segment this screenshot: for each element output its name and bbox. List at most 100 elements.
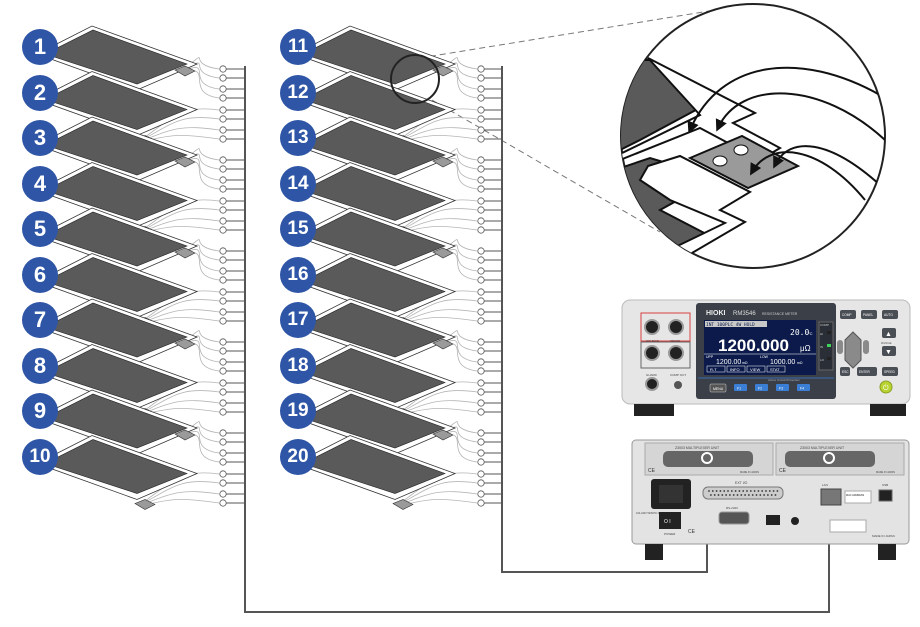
terminal-1-3[interactable] (219, 85, 227, 93)
terminal-16-2[interactable] (477, 297, 485, 305)
terminal-3-4[interactable] (219, 185, 227, 193)
terminal-4-1[interactable] (219, 197, 227, 205)
terminal-3-1[interactable] (219, 156, 227, 164)
screen-tab[interactable] (706, 365, 726, 373)
screen-tab[interactable] (766, 365, 786, 373)
terminal-9-3[interactable] (219, 449, 227, 457)
terminal-15-4[interactable] (477, 276, 485, 284)
key-auto[interactable] (882, 310, 898, 319)
terminal-17-2[interactable] (477, 347, 485, 355)
terminal-11-1[interactable] (477, 65, 485, 73)
terminal-4-2[interactable] (219, 206, 227, 214)
terminal-8-2[interactable] (219, 388, 227, 396)
terminal-13-2[interactable] (477, 165, 485, 173)
terminal-4-4[interactable] (219, 226, 227, 234)
ext-io-connector[interactable] (702, 486, 784, 500)
terminal-13-1[interactable] (477, 156, 485, 164)
key-speed[interactable] (882, 367, 898, 376)
dip-switch[interactable] (766, 515, 780, 525)
range-up-key[interactable] (882, 328, 896, 338)
terminal-10-4[interactable] (219, 499, 227, 507)
terminal-1-2[interactable] (219, 74, 227, 82)
terminal-12-3[interactable] (477, 126, 485, 134)
terminal-18-1[interactable] (477, 379, 485, 387)
terminal-17-3[interactable] (477, 358, 485, 366)
terminal-17-1[interactable] (477, 338, 485, 346)
terminal-8-1[interactable] (219, 379, 227, 387)
terminal-6-3[interactable] (219, 308, 227, 316)
terminal-5-1[interactable] (219, 247, 227, 255)
power-switch[interactable] (659, 512, 681, 529)
lan-port[interactable] (820, 488, 842, 506)
key-esc[interactable] (840, 367, 850, 376)
terminal-7-3[interactable] (219, 358, 227, 366)
terminal-2-3[interactable] (219, 126, 227, 134)
terminal-11-4[interactable] (477, 94, 485, 102)
terminal-14-4[interactable] (477, 226, 485, 234)
usb-port[interactable] (878, 489, 893, 502)
soft-key-f2[interactable] (755, 384, 768, 391)
terminal-10-1[interactable] (219, 470, 227, 478)
terminal-5-4[interactable] (219, 276, 227, 284)
terminal-2-1[interactable] (219, 106, 227, 114)
soft-key-f1[interactable] (734, 384, 747, 391)
terminal-19-1[interactable] (477, 429, 485, 437)
key-panel[interactable] (861, 310, 877, 319)
terminal-15-3[interactable] (477, 267, 485, 275)
terminal-3-2[interactable] (219, 165, 227, 173)
source-lo-terminal[interactable] (644, 345, 660, 361)
terminal-19-4[interactable] (477, 458, 485, 466)
up-down-rocker[interactable] (844, 331, 862, 369)
screen-tab[interactable] (726, 365, 746, 373)
range-down-key[interactable] (882, 346, 896, 356)
terminal-10-3[interactable] (219, 490, 227, 498)
terminal-20-3[interactable] (477, 490, 485, 498)
terminal-17-4[interactable] (477, 367, 485, 375)
terminal-7-1[interactable] (219, 338, 227, 346)
right-arrow-key[interactable] (863, 340, 869, 354)
terminal-19-2[interactable] (477, 438, 485, 446)
terminal-5-3[interactable] (219, 267, 227, 275)
terminal-1-1[interactable] (219, 65, 227, 73)
rs232c-connector[interactable] (718, 511, 750, 525)
terminal-16-1[interactable] (477, 288, 485, 296)
terminal-6-2[interactable] (219, 297, 227, 305)
terminal-4-3[interactable] (219, 217, 227, 225)
left-arrow-key[interactable] (837, 340, 843, 354)
terminal-9-1[interactable] (219, 429, 227, 437)
terminal-12-1[interactable] (477, 106, 485, 114)
terminal-10-2[interactable] (219, 479, 227, 487)
comp-out-jack[interactable] (674, 381, 682, 389)
terminal-12-4[interactable] (477, 135, 485, 143)
terminal-6-1[interactable] (219, 288, 227, 296)
terminal-20-2[interactable] (477, 479, 485, 487)
screen-tab[interactable] (746, 365, 766, 373)
terminal-9-2[interactable] (219, 438, 227, 446)
terminal-2-2[interactable] (219, 115, 227, 123)
trig-jack[interactable] (791, 517, 799, 525)
terminal-11-3[interactable] (477, 85, 485, 93)
terminal-13-3[interactable] (477, 176, 485, 184)
scanner-connector-1-socket[interactable] (701, 452, 713, 464)
terminal-19-3[interactable] (477, 449, 485, 457)
terminal-15-2[interactable] (477, 256, 485, 264)
terminal-6-4[interactable] (219, 317, 227, 325)
soft-key-f4[interactable] (797, 384, 810, 391)
source-hi-terminal[interactable] (644, 319, 660, 335)
terminal-8-4[interactable] (219, 408, 227, 416)
terminal-18-4[interactable] (477, 408, 485, 416)
terminal-14-1[interactable] (477, 197, 485, 205)
terminal-16-3[interactable] (477, 308, 485, 316)
terminal-18-2[interactable] (477, 388, 485, 396)
soft-key-f3[interactable] (776, 384, 789, 391)
terminal-7-2[interactable] (219, 347, 227, 355)
menu-key[interactable] (709, 383, 727, 393)
sense-lo-terminal[interactable] (668, 345, 684, 361)
guard-terminal[interactable] (645, 377, 659, 391)
terminal-5-2[interactable] (219, 256, 227, 264)
scanner-connector-2-socket[interactable] (823, 452, 835, 464)
key-enter[interactable] (857, 367, 877, 376)
terminal-7-4[interactable] (219, 367, 227, 375)
terminal-20-1[interactable] (477, 470, 485, 478)
terminal-3-3[interactable] (219, 176, 227, 184)
